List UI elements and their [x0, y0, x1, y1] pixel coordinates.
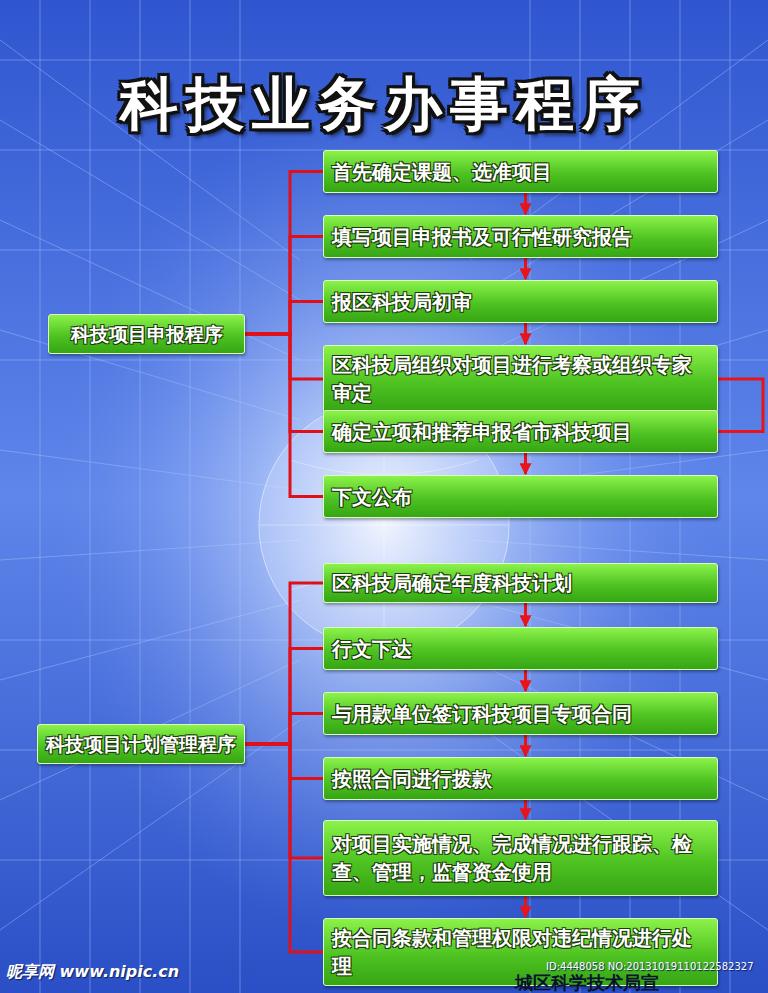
flow-arrow — [524, 800, 527, 819]
step-text: 下文公布 — [332, 483, 412, 511]
group-label-box: 科技项目计划管理程序 — [37, 724, 245, 764]
bracket-line — [245, 744, 323, 858]
watermark: ID:4448058 NO:20131019110122582327 — [546, 961, 754, 973]
process-box: 下文公布 — [323, 475, 718, 518]
step-text: 科技项目计划管理程序 — [46, 730, 236, 758]
process-box: 确定立项和推荐申报省市科技项目 — [323, 410, 718, 453]
flow-arrow — [524, 603, 527, 626]
flow-arrow — [524, 896, 527, 917]
watermark: 昵享网 www.nipic.cn — [6, 962, 179, 982]
bracket-line — [245, 744, 323, 779]
process-box: 填写项目申报书及可行性研究报告 — [323, 215, 718, 258]
process-box: 对项目实施情况、完成情况进行跟踪、检查、管理，监督资金使用 — [323, 820, 718, 896]
bracket-line — [245, 649, 323, 745]
bracket-line — [245, 302, 323, 335]
step-text: 填写项目申报书及可行性研究报告 — [332, 223, 632, 251]
bracket-line — [245, 237, 323, 335]
step-text: 对项目实施情况、完成情况进行跟踪、检查、管理，监督资金使用 — [332, 830, 709, 886]
flow-arrow — [524, 670, 527, 691]
group-label-box: 科技项目申报程序 — [48, 314, 245, 354]
process-box: 行文下达 — [323, 627, 718, 670]
bracket-line — [245, 334, 323, 497]
step-text: 行文下达 — [332, 635, 412, 663]
flow-arrow — [524, 453, 527, 474]
step-text: 与用款单位签订科技项目专项合同 — [332, 700, 632, 728]
flow-arrow — [524, 193, 527, 214]
process-box: 区科技局确定年度科技计划 — [323, 563, 718, 603]
process-box: 报区科技局初审 — [323, 280, 718, 323]
process-box: 区科技局组织对项目进行考察或组织专家审定 — [323, 345, 718, 413]
step-text: 按照合同进行拨款 — [332, 765, 492, 793]
bracket-line — [245, 334, 323, 432]
process-box: 与用款单位签订科技项目专项合同 — [323, 692, 718, 735]
step-text: 报区科技局初审 — [332, 288, 472, 316]
step-text: 科技项目申报程序 — [71, 320, 223, 348]
bracket-line — [245, 334, 323, 379]
step-text: 确定立项和推荐申报省市科技项目 — [332, 418, 632, 446]
flow-arrow — [524, 323, 527, 344]
step-text: 区科技局确定年度科技计划 — [332, 569, 572, 597]
step-text: 区科技局组织对项目进行考察或组织专家审定 — [332, 351, 709, 407]
bracket-line — [245, 744, 323, 952]
page-title: 科技业务办事程序 — [0, 66, 768, 142]
step-text: 首先确定课题、选准项目 — [332, 158, 552, 186]
issuer-note: 城区科学技术局宣 — [515, 973, 659, 992]
bracket-line — [245, 172, 323, 335]
bracket-line — [245, 583, 323, 744]
process-box: 首先确定课题、选准项目 — [323, 150, 718, 193]
bracket-line — [245, 714, 323, 745]
flow-arrow — [524, 258, 527, 279]
process-box: 按照合同进行拨款 — [323, 757, 718, 800]
flow-arrow — [524, 735, 527, 756]
